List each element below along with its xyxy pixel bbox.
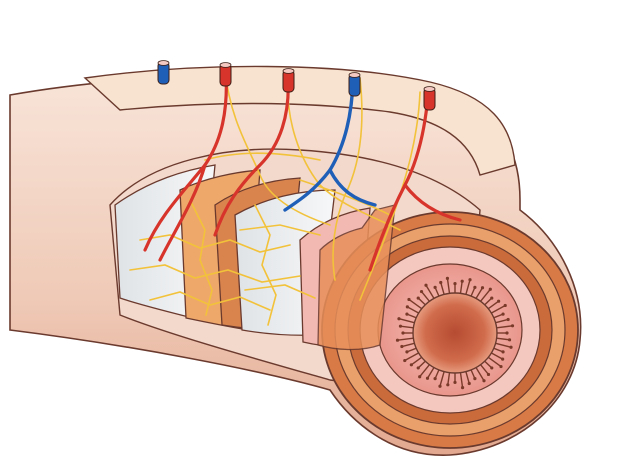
- villus-tip: [499, 364, 503, 369]
- vessel-stub-cap: [219, 62, 232, 68]
- villus: [408, 298, 424, 311]
- villus-tip: [480, 286, 485, 290]
- villus-tip: [416, 296, 420, 300]
- villus: [464, 279, 471, 297]
- artery: [213, 76, 290, 237]
- villus-tip: [433, 285, 437, 289]
- villus: [474, 365, 485, 382]
- villus-tip: [473, 377, 477, 381]
- nerve-fiber: [239, 224, 321, 236]
- villus: [478, 288, 491, 304]
- nerve-fiber: [189, 199, 213, 316]
- vessel-stub-cap: [282, 68, 295, 74]
- nerve-fiber: [359, 91, 421, 301]
- villus-tip: [395, 338, 400, 342]
- artery: [403, 183, 462, 222]
- villus-tip: [446, 383, 450, 387]
- vein: [328, 168, 377, 207]
- vessel-stub-cap: [348, 72, 361, 78]
- nerve-fiber: [129, 264, 301, 283]
- intestinal-lumen: [412, 292, 498, 374]
- villus: [486, 355, 502, 368]
- villus-tip: [405, 305, 409, 309]
- villus-tip: [418, 375, 422, 379]
- villus-tip: [467, 381, 471, 386]
- villus-tip: [425, 376, 430, 380]
- villus-tip: [468, 278, 472, 282]
- nerve-fiber: [149, 291, 271, 311]
- villus-tip: [453, 282, 457, 286]
- villus-tip: [433, 377, 437, 381]
- villus-tip: [401, 331, 405, 335]
- villus-tip: [403, 358, 407, 363]
- villus: [459, 370, 464, 388]
- villus-tip: [503, 303, 507, 308]
- vessel-stub-cap: [157, 60, 170, 66]
- villus-tip: [416, 366, 420, 370]
- villus-tip: [419, 289, 424, 294]
- nerve-network: [129, 69, 421, 326]
- villus-tip: [398, 324, 403, 328]
- villus-tip: [490, 366, 494, 370]
- villus-tip: [405, 312, 409, 316]
- blood-vessels: [143, 70, 462, 272]
- villus: [425, 284, 436, 301]
- villus-tip: [507, 338, 512, 342]
- villus-tip: [409, 363, 413, 367]
- villus: [398, 318, 417, 324]
- villus-tip: [510, 324, 515, 328]
- villus-tip: [506, 317, 510, 322]
- vessel-stubs: [157, 60, 436, 111]
- villus-tip: [501, 350, 505, 354]
- villus: [494, 325, 513, 329]
- villus-tip: [407, 297, 411, 302]
- villus-tip: [482, 379, 486, 383]
- villus-tip: [424, 283, 428, 287]
- villus: [397, 337, 416, 341]
- villus-tip: [501, 357, 505, 361]
- villus-tip: [505, 331, 509, 335]
- villus-tip: [509, 345, 513, 349]
- villus: [493, 342, 512, 348]
- villus-tip: [460, 279, 464, 283]
- villus-tip: [453, 380, 457, 384]
- villus: [419, 362, 432, 378]
- villus: [489, 304, 506, 315]
- villus: [404, 351, 421, 362]
- villus-tip: [488, 287, 492, 291]
- nerve-fiber: [244, 284, 316, 299]
- serosa-top-band: [83, 65, 516, 176]
- villus-tip: [400, 344, 404, 349]
- villus-tip: [490, 296, 494, 300]
- artery: [158, 163, 207, 262]
- nerve-fiber: [254, 204, 277, 326]
- villus-tip: [486, 372, 491, 377]
- villus-tip: [439, 280, 443, 285]
- vessel-stub-cap: [423, 86, 436, 92]
- nerve-fiber: [299, 179, 391, 216]
- villus: [439, 369, 446, 387]
- villus-tip: [473, 285, 477, 289]
- villus: [446, 278, 451, 296]
- villus-tip: [405, 350, 409, 354]
- nerve-fiber: [224, 69, 331, 226]
- nerve-fiber: [286, 74, 401, 231]
- villus-tip: [397, 317, 401, 321]
- villus-tip: [438, 384, 442, 388]
- villus-tip: [497, 299, 501, 303]
- nerve-fiber: [204, 152, 321, 161]
- villus-tip: [501, 312, 505, 316]
- villus-tip: [445, 276, 450, 280]
- villus-tip: [460, 386, 465, 390]
